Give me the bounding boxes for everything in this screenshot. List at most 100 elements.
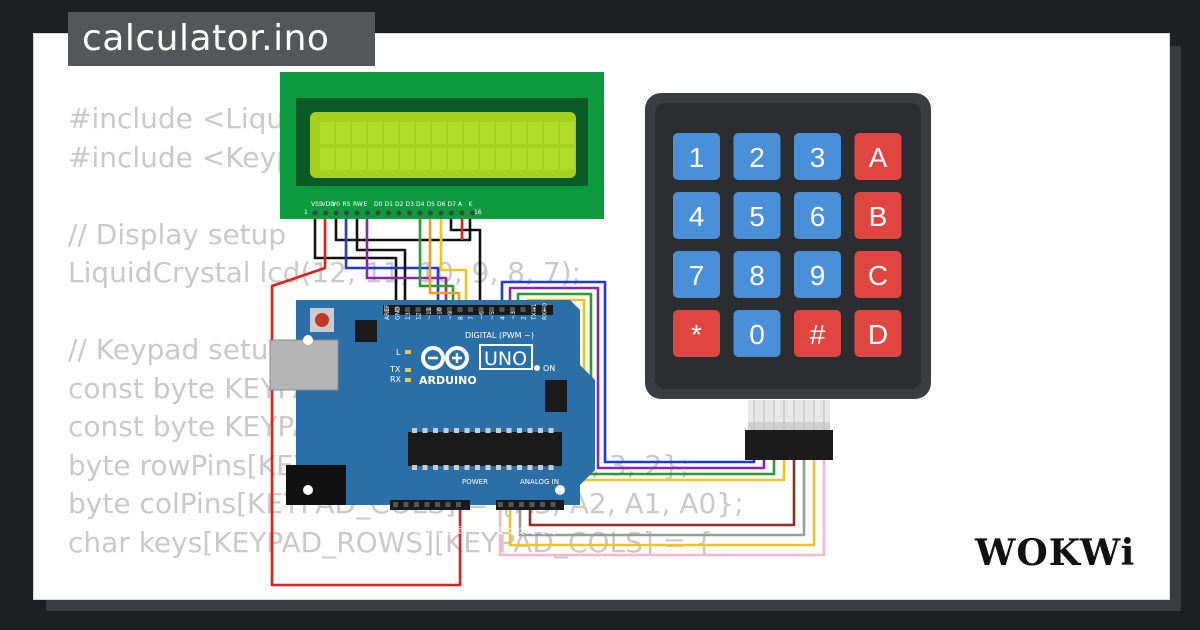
lcd-cell <box>448 122 462 144</box>
wire[interactable] <box>439 213 468 305</box>
key-C[interactable]: C <box>854 251 902 298</box>
key-face <box>854 251 902 298</box>
header-pin-label: GND <box>446 521 453 535</box>
key-1[interactable]: 1 <box>673 133 720 180</box>
lcd-cell <box>480 148 494 170</box>
key-#[interactable]: # <box>794 310 841 357</box>
key-A[interactable]: A <box>854 133 902 180</box>
led-tx <box>405 368 411 372</box>
key-B[interactable]: B <box>854 192 902 239</box>
lcd-cell <box>544 122 558 144</box>
lcd-pin <box>438 210 444 216</box>
chip-pin <box>412 428 417 433</box>
chip-pin <box>496 428 501 433</box>
mount-hole-icon <box>303 335 313 345</box>
header-pin-label: RESET <box>404 515 411 535</box>
key-4[interactable]: 4 <box>673 192 720 239</box>
lcd-pin-label: E <box>364 201 368 208</box>
lcd-cell <box>432 148 446 170</box>
key-face <box>673 251 720 298</box>
header-pin <box>405 307 410 312</box>
lcd-pin-label: D3 <box>406 201 415 208</box>
header-pin-label: 12 <box>416 312 423 320</box>
file-title-tab[interactable]: calculator.ino <box>68 12 376 66</box>
lcd-cell <box>512 148 526 170</box>
wire[interactable] <box>508 455 816 547</box>
key-label: 7 <box>689 260 705 291</box>
code-line: char keys[KEYPAD_ROWS][KEYPAD_COLS] = { <box>68 525 713 559</box>
power-jack <box>286 465 346 505</box>
key-3[interactable]: 3 <box>794 133 841 180</box>
chip-pin <box>433 465 438 470</box>
header-pin <box>384 307 389 312</box>
chip-pin <box>475 465 480 470</box>
chip-pin <box>527 428 533 433</box>
wire[interactable] <box>449 213 482 305</box>
header-pin-label: IOREF <box>393 517 400 535</box>
header-pin-label: A2 <box>519 527 526 535</box>
lcd-pin-label: D4 <box>416 201 425 208</box>
wire[interactable] <box>365 213 448 305</box>
chip-pin <box>506 465 512 470</box>
wire[interactable] <box>418 213 455 305</box>
key-label: 3 <box>810 142 826 173</box>
keypad-ribbon-lines <box>753 400 825 430</box>
header-pin <box>498 502 503 507</box>
key-7[interactable]: 7 <box>673 251 720 298</box>
header-pin <box>519 502 524 507</box>
lcd-pin <box>375 210 381 216</box>
key-2[interactable]: 2 <box>733 133 781 180</box>
wire[interactable] <box>528 455 796 527</box>
arduino-logo-icon <box>421 346 469 370</box>
wokwi-logo[interactable]: WOKWi <box>975 532 1135 574</box>
header-pin-label: A3 <box>530 527 537 535</box>
key-8[interactable]: 8 <box>733 251 781 298</box>
wire[interactable] <box>334 213 472 242</box>
atmega-chip <box>408 432 562 466</box>
lcd-cell <box>320 122 334 144</box>
led-l <box>405 350 411 354</box>
wire[interactable] <box>428 213 461 305</box>
code-line: LiquidCrystal lcd(12, 11, 10, 9, 8, 7); <box>68 256 582 289</box>
wire[interactable] <box>313 213 398 305</box>
wire[interactable] <box>518 455 806 537</box>
key-6[interactable]: 6 <box>794 192 841 239</box>
header-pin-label: 8 <box>458 316 465 320</box>
lcd-cell <box>560 122 574 144</box>
key-5[interactable]: 5 <box>733 192 781 239</box>
wire[interactable] <box>498 455 826 557</box>
header-pin <box>393 502 398 507</box>
header-pin <box>415 307 421 312</box>
wire[interactable] <box>508 286 766 470</box>
key-label: # <box>810 319 826 350</box>
header-pin <box>468 307 473 312</box>
key-label: D <box>868 319 888 350</box>
key-D[interactable]: D <box>854 310 902 357</box>
wire[interactable] <box>500 280 756 464</box>
lcd-cell <box>336 122 350 144</box>
key-9[interactable]: 9 <box>794 251 841 298</box>
chip-pin <box>527 465 533 470</box>
key-0[interactable]: 0 <box>733 310 781 357</box>
key-label: * <box>691 319 702 350</box>
lcd-pin <box>333 210 339 216</box>
lcd-cell <box>496 148 510 170</box>
header-pin <box>424 502 430 507</box>
key-*[interactable]: * <box>673 310 720 357</box>
lcd-cell <box>464 148 478 170</box>
lcd-cell <box>512 122 526 144</box>
lcd-pin <box>459 210 465 216</box>
lcd-cell <box>336 148 350 170</box>
wire[interactable] <box>270 213 462 587</box>
key-label: 0 <box>749 319 765 350</box>
lcd-cell <box>368 122 382 144</box>
lcd-pin-label: D6 <box>437 201 446 208</box>
lcd-pin <box>396 210 402 216</box>
